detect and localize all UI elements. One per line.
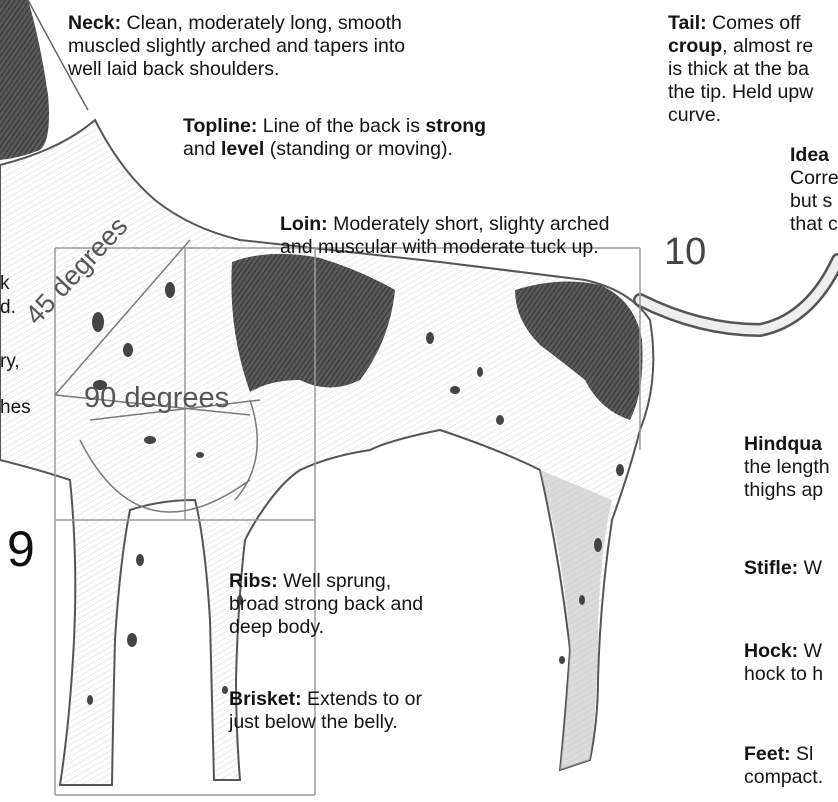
ribs-line1: Well sprung, (278, 570, 391, 592)
ideal-note: Idea Corre but s that c (790, 144, 838, 236)
hindquarters-line2: thighs ap (744, 479, 823, 501)
ideal-line2: but s (790, 190, 832, 212)
neck-note: Neck: Clean, moderately long, smooth mus… (68, 12, 508, 81)
angle-90-label: 90 degrees (84, 382, 229, 415)
ribs-note: Ribs: Well sprung, broad strong back and… (229, 570, 489, 639)
brisket-note: Brisket: Extends to or just below the be… (229, 688, 509, 734)
tail-note: Tail: Comes off croup, almost re is thic… (668, 12, 838, 127)
left-fragment-3: ry, (0, 350, 20, 373)
hock-line2: hock to h (744, 663, 823, 685)
feet-note: Feet: Sl compact. (744, 743, 838, 789)
tail-line1: Comes off (707, 12, 801, 34)
ribs-line2: broad strong back and (229, 593, 423, 615)
feet-term: Feet: (744, 743, 791, 765)
topline-strong: strong (425, 115, 486, 137)
tail-line3: is thick at the ba (668, 58, 809, 80)
stifle-term: Stifle: (744, 557, 798, 579)
left-fragment-1: k (0, 272, 10, 295)
hock-note: Hock: W hock to h (744, 640, 838, 686)
neck-line1: Clean, moderately long, smooth (121, 12, 402, 34)
brisket-line1: Extends to or (302, 688, 422, 710)
hindquarters-line1: the length (744, 456, 830, 478)
ribs-line3: deep body. (229, 616, 324, 638)
loin-line2: and muscular with moderate tuck up. (280, 236, 599, 258)
topline-text3: (standing or moving). (264, 138, 453, 160)
hock-term: Hock: (744, 640, 798, 662)
neck-term: Neck: (68, 12, 121, 34)
brisket-line2: just below the belly. (229, 711, 398, 733)
topline-text1: Line of the back is (257, 115, 425, 137)
hindquarters-term: Hindqua (744, 433, 822, 455)
feet-text: Sl (791, 743, 814, 765)
tail-line5: curve. (668, 104, 721, 126)
stifle-text: W (798, 557, 822, 579)
stifle-note: Stifle: W (744, 557, 838, 580)
loin-note: Loin: Moderately short, slighty arched a… (280, 213, 720, 259)
ideal-term: Idea (790, 144, 829, 166)
loin-term: Loin: (280, 213, 328, 235)
ribs-term: Ribs: (229, 570, 278, 592)
left-fragment-2: d. (0, 296, 16, 319)
neck-line2: muscled slightly arched and tapers into (68, 35, 405, 57)
tail-croup: croup (668, 35, 722, 57)
brisket-term: Brisket: (229, 688, 302, 710)
ideal-line1: Corre (790, 167, 838, 189)
loin-line1: Moderately short, slighty arched (328, 213, 610, 235)
topline-level: level (221, 138, 264, 160)
tail-line4: the tip. Held upw (668, 81, 813, 103)
nine-label: 9 (7, 520, 35, 578)
feet-line2: compact. (744, 766, 823, 788)
topline-note: Topline: Line of the back is strong and … (183, 115, 603, 161)
hock-text: W (798, 640, 822, 662)
neck-line3: well laid back shoulders. (68, 58, 279, 80)
ideal-line3: that c (790, 213, 838, 235)
tail-term: Tail: (668, 12, 707, 34)
left-fragment-4: hes (0, 396, 31, 419)
tail-line2: , almost re (722, 35, 813, 57)
topline-term: Topline: (183, 115, 257, 137)
topline-text2: and (183, 138, 221, 160)
hindquarters-note: Hindqua the length thighs ap (744, 433, 838, 502)
